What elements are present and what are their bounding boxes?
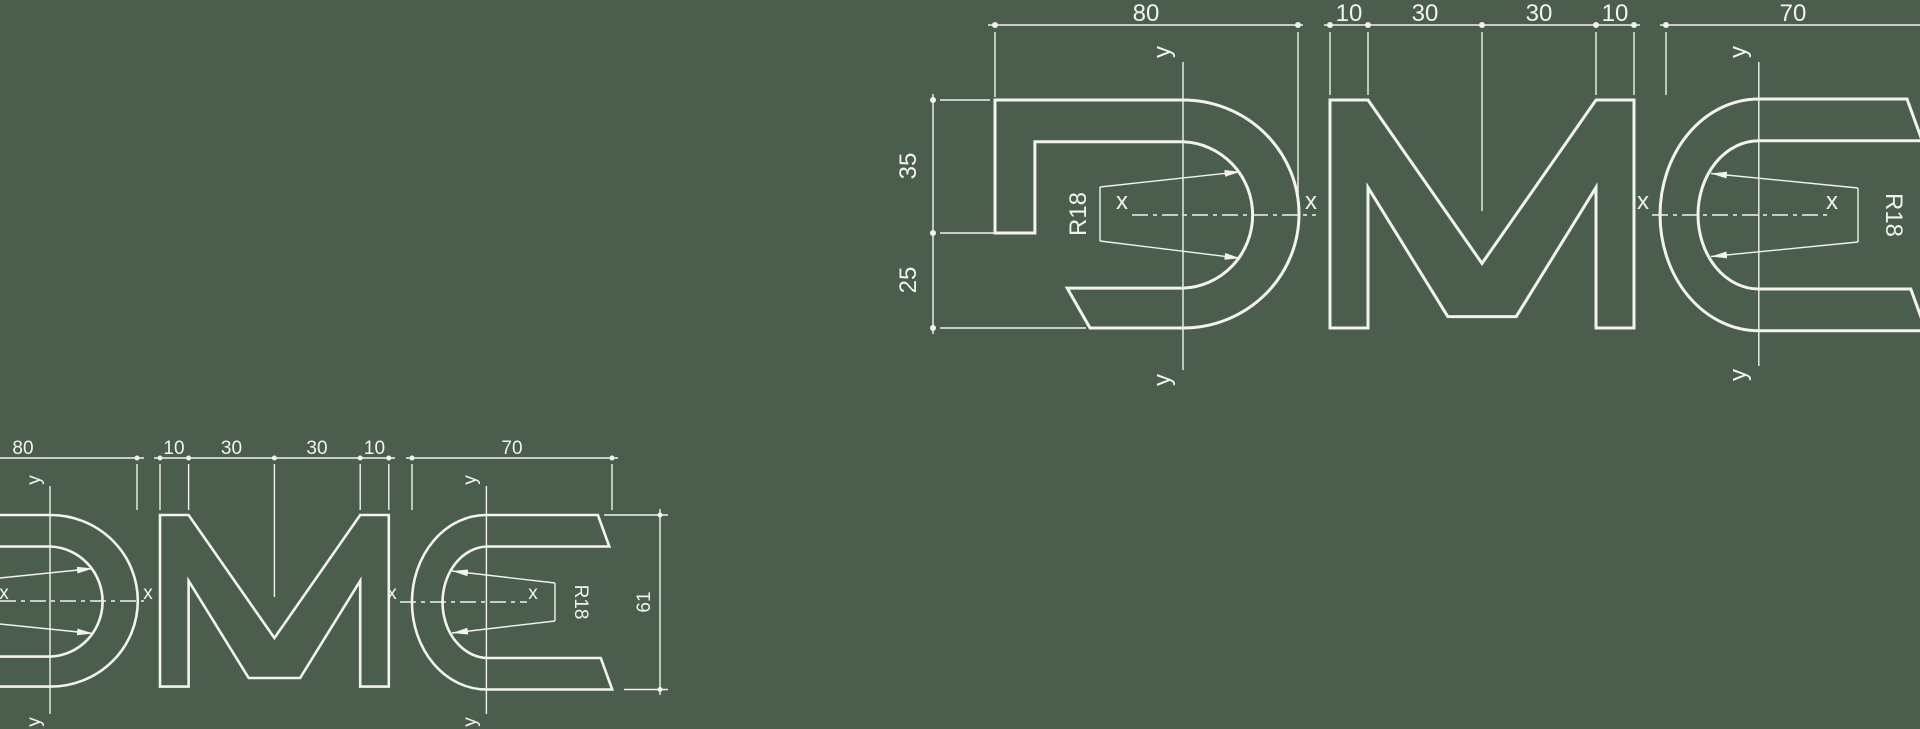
radius-label-r18: R18 xyxy=(1880,193,1907,237)
dim-label-61: 61 xyxy=(634,591,655,612)
x-axis-label: x xyxy=(143,583,153,604)
dim-label-25: 25 xyxy=(895,267,922,294)
y-axis-label: y xyxy=(24,717,45,727)
radius-label-r18: R18 xyxy=(1065,192,1092,236)
dim-label-80: 80 xyxy=(12,438,33,459)
radius-leader-c xyxy=(1710,171,1859,259)
letter-d-reversed-shape xyxy=(0,513,140,688)
radius-leader-d xyxy=(1099,170,1241,260)
x-axis-label: x xyxy=(528,583,538,604)
tick-dots xyxy=(930,22,1669,331)
y-axis-label: y xyxy=(1725,46,1752,58)
drawing-top: 80 10 30 30 10 70 35 25 R18 R18 x x x x … xyxy=(895,0,1920,386)
dim-label-35: 35 xyxy=(895,153,922,180)
x-axis-label: x xyxy=(1116,188,1128,215)
x-axis-label: x xyxy=(1826,188,1838,215)
y-axis-label: y xyxy=(24,475,45,485)
dim-label-30: 30 xyxy=(1526,0,1553,27)
x-axis-label: x xyxy=(1637,188,1649,215)
dim-label-10: 10 xyxy=(1602,0,1629,27)
dim-label-10: 10 xyxy=(1336,0,1363,27)
tick-dots xyxy=(134,455,663,692)
letter-m-shape xyxy=(1328,98,1636,330)
dim-label-30: 30 xyxy=(306,438,327,459)
y-axis-label: y xyxy=(460,717,481,727)
letter-c-shape xyxy=(1658,97,1920,333)
y-axis-label: y xyxy=(460,475,481,485)
y-axis-label: y xyxy=(1725,369,1752,381)
x-axis-label: x xyxy=(1305,188,1317,215)
y-axis-label: y xyxy=(1149,46,1176,58)
dim-label-30: 30 xyxy=(221,438,242,459)
extension-lines xyxy=(940,32,1667,329)
x-axis-label: x xyxy=(0,583,9,604)
radius-leader-d xyxy=(0,566,94,636)
dim-label-10: 10 xyxy=(163,438,184,459)
x-axis-label: x xyxy=(387,583,397,604)
dim-label-10: 10 xyxy=(364,438,385,459)
drawing-bottom: 80 10 30 30 10 70 61 R18 x x x x y y y y xyxy=(0,438,668,727)
y-axis-label: y xyxy=(1149,374,1176,386)
dim-label-30: 30 xyxy=(1412,0,1439,27)
radius-label-r18: R18 xyxy=(570,585,591,620)
dim-label-70: 70 xyxy=(1780,0,1807,27)
letter-c-shape xyxy=(410,513,615,691)
dim-label-80: 80 xyxy=(1133,0,1160,27)
letter-m-shape xyxy=(158,513,391,688)
radius-leader-c xyxy=(451,569,556,635)
dim-label-70: 70 xyxy=(501,438,522,459)
